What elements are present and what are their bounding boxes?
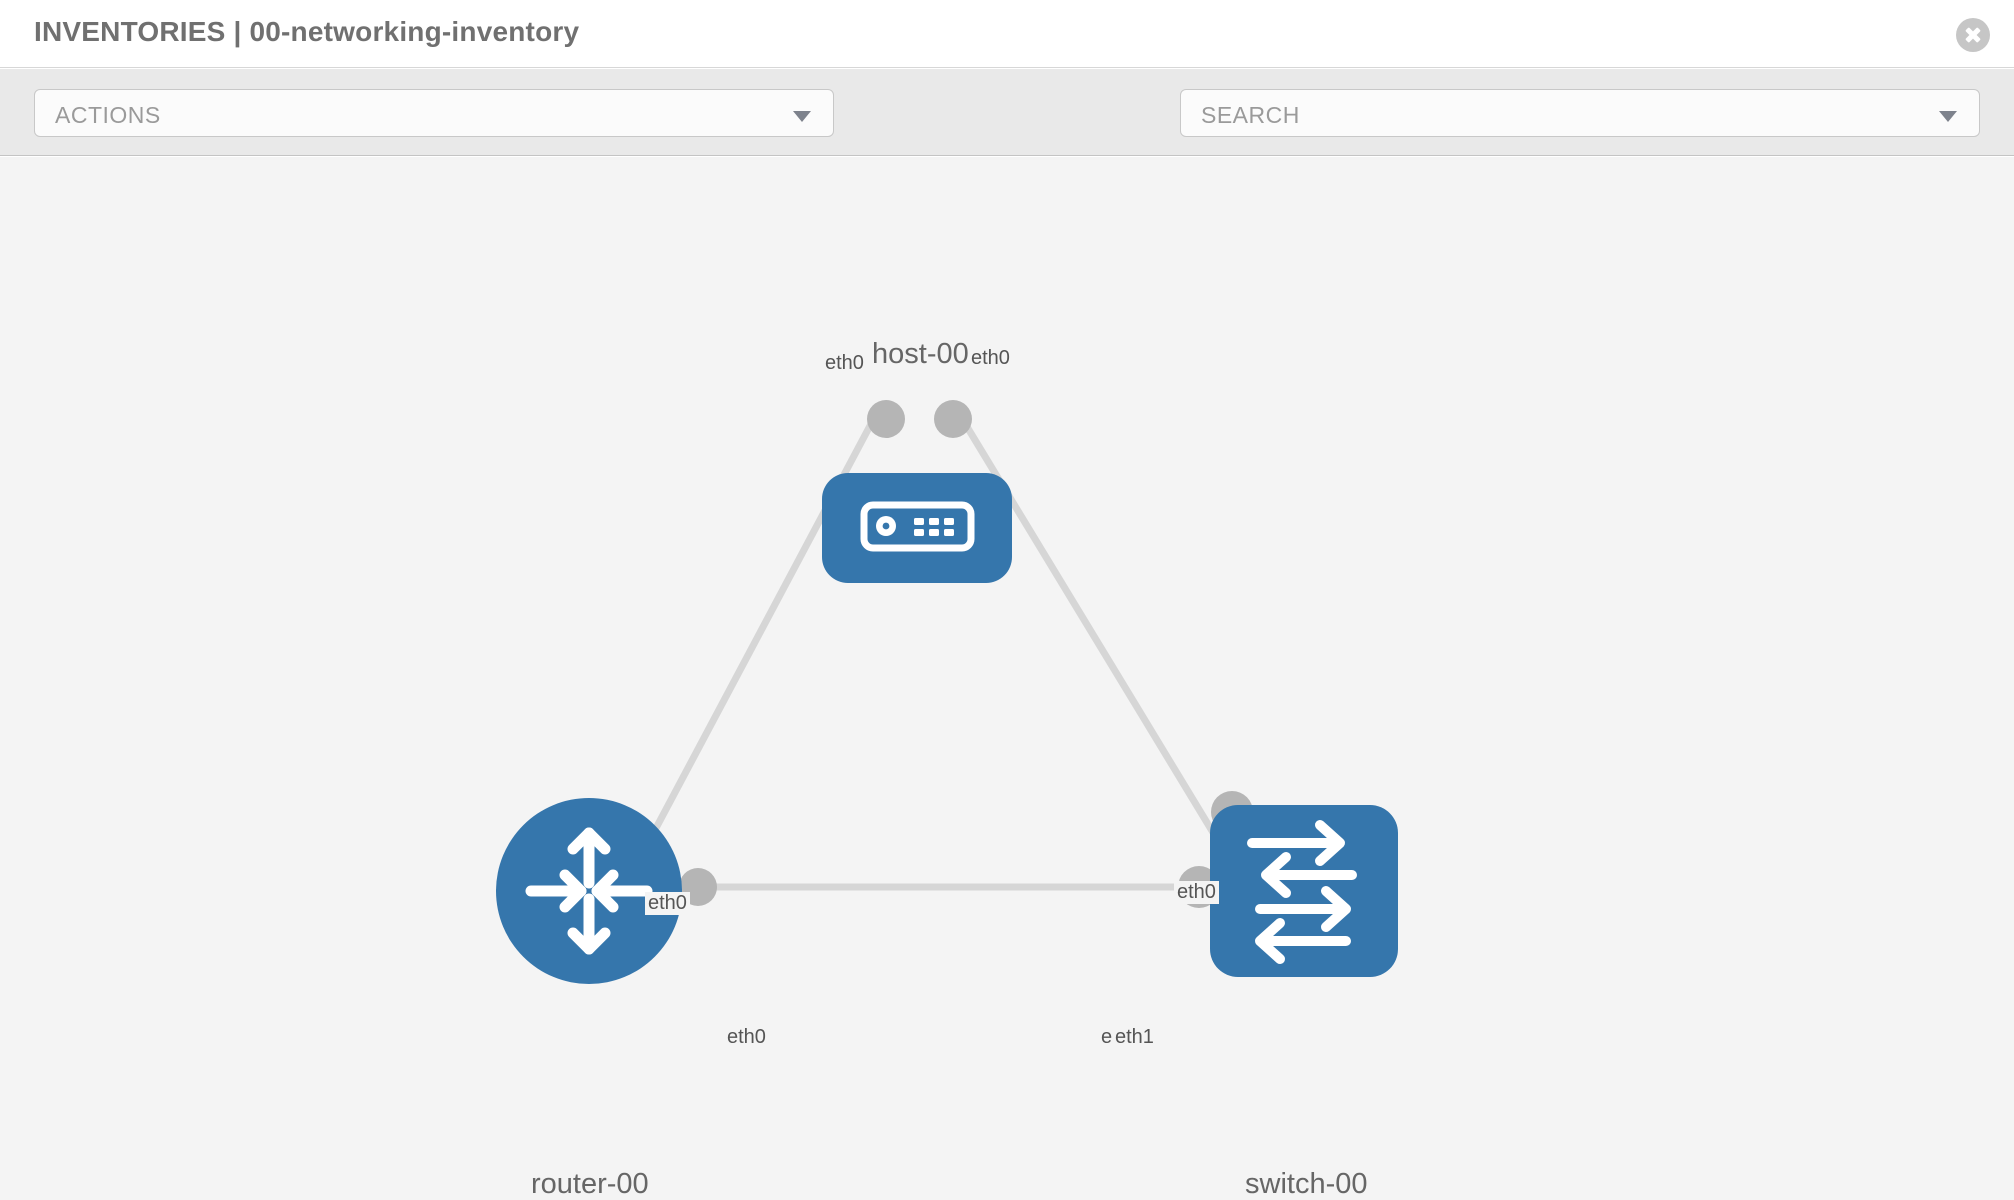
close-icon[interactable]: [1956, 18, 1990, 52]
page-title: INVENTORIES | 00-networking-inventory: [34, 16, 580, 47]
chevron-down-icon: [1939, 111, 1957, 122]
iface-label-switch-eth0-up: eth0: [1174, 881, 1219, 904]
iface-label-router-eth0-right: eth0: [724, 1026, 769, 1049]
endpoint-host-left: [867, 400, 905, 438]
iface-label-host-eth0-right: eth0: [968, 347, 1013, 370]
node-host-00[interactable]: [822, 473, 1012, 583]
endpoint-host-right: [934, 400, 972, 438]
node-label-router-00: router-00: [527, 1168, 653, 1200]
actions-dropdown[interactable]: ACTIONS: [34, 89, 834, 137]
topology-canvas[interactable]: host-00 router-00 switch-00 eth0 eth0 et…: [0, 157, 2014, 1200]
page-header: INVENTORIES | 00-networking-inventory: [0, 0, 2014, 68]
node-label-host-00: host-00: [868, 338, 973, 371]
iface-label-host-eth0-left: eth0: [822, 352, 867, 375]
actions-dropdown-label: ACTIONS: [55, 102, 161, 128]
search-input[interactable]: SEARCH: [1180, 89, 1980, 137]
toolbar: ACTIONS SEARCH: [0, 69, 2014, 202]
search-placeholder: SEARCH: [1201, 102, 1300, 128]
node-router-00[interactable]: [496, 798, 682, 984]
topology-graph[interactable]: [0, 157, 2014, 1200]
iface-label-router-eth0-up: eth0: [645, 892, 690, 915]
iface-label-switch-eth1: eth1: [1112, 1026, 1157, 1049]
chevron-down-icon: [793, 111, 811, 122]
node-switch-00[interactable]: [1210, 805, 1398, 977]
node-label-switch-00: switch-00: [1241, 1168, 1372, 1200]
